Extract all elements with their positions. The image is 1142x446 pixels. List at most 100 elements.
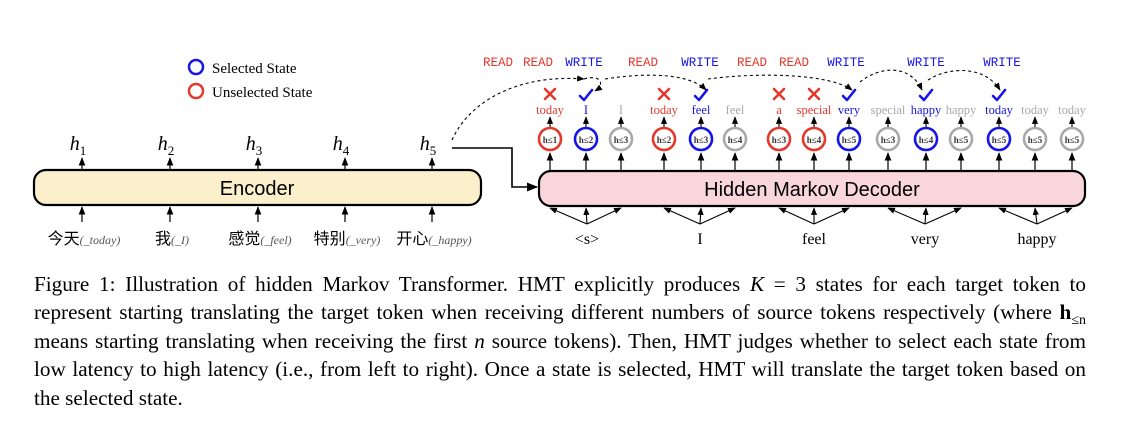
- state-output-word: happy: [911, 103, 942, 117]
- decoder-input-fan-arrow: [549, 207, 588, 225]
- decoder-state: h≤5 happy: [946, 103, 977, 171]
- decoder-input-fan-arrow: [697, 207, 704, 225]
- source-token-chinese: 感觉: [228, 229, 260, 248]
- encoder-hidden-state-label: h2: [158, 133, 175, 158]
- source-token-chinese: 我: [155, 229, 171, 248]
- decoder-label: Hidden Markov Decoder: [704, 179, 920, 201]
- decoder-input-token: very: [911, 231, 939, 248]
- source-token: 开心(_happy): [396, 229, 471, 248]
- cross-icon: [657, 87, 671, 101]
- state-node: [722, 126, 748, 152]
- source-token: 我(_I): [155, 229, 189, 248]
- source-token: 今天(_today): [48, 229, 121, 248]
- caption-part4: source tokens). Then, HMT judges whether…: [34, 328, 1086, 410]
- state-node-label: h≤3: [694, 135, 709, 145]
- state-node: [1022, 126, 1048, 152]
- action-transition-arrow: [604, 74, 707, 91]
- action-label: READ: [523, 56, 553, 70]
- source-token-chinese: 今天: [48, 229, 80, 248]
- decoder-input-fan-arrow: [922, 207, 929, 225]
- state-output-word: happy: [946, 103, 977, 117]
- state-output-word: feel: [726, 103, 745, 117]
- source-token-gloss: (_feel): [260, 233, 291, 247]
- action-label: WRITE: [907, 56, 945, 70]
- state-node-label: h≤5: [992, 135, 1007, 145]
- state-node: [651, 126, 677, 152]
- decoder-input-fan-arrow: [583, 207, 590, 225]
- encoder-hidden-state-label: h4: [333, 133, 350, 158]
- decoder-input-fan-arrow: [813, 207, 850, 225]
- action-label: WRITE: [983, 56, 1021, 70]
- decoder-input-token: happy: [1017, 231, 1056, 248]
- state-node-label: h≤5: [842, 135, 857, 145]
- encoder-hidden-state-label: h1: [70, 133, 87, 158]
- decoder-input-fan-arrow: [1032, 207, 1039, 225]
- check-icon: [693, 88, 709, 102]
- state-node: [836, 126, 862, 152]
- encoder-to-decoder-arrow: [452, 147, 539, 192]
- decoder-input-fan-arrow: [699, 207, 736, 225]
- legend-unselected-swatch: [187, 82, 205, 100]
- state-node: [537, 126, 563, 152]
- state-output-word: today: [985, 103, 1014, 117]
- encoder-hidden-states: h1 h2 h3 h4 h5: [70, 133, 437, 170]
- state-node: [573, 126, 599, 152]
- source-token-chinese: 特别: [314, 229, 346, 248]
- decoder-input-fan-arrow: [887, 207, 926, 225]
- action-transition-arrow: [859, 69, 923, 91]
- state-output-word: today: [1058, 103, 1087, 117]
- action-label: WRITE: [681, 56, 719, 70]
- source-token-gloss: (_I): [171, 233, 189, 247]
- caption-part3: means starting translating when receivin…: [34, 328, 475, 353]
- legend-unselected-label: Unselected State: [212, 85, 313, 101]
- state-node-label: h≤5: [954, 135, 969, 145]
- decoder-input-token: I: [697, 231, 702, 248]
- check-icon: [578, 88, 594, 102]
- action-transition-arrow: [451, 75, 585, 141]
- state-node-label: h≤1: [543, 135, 558, 145]
- check-icon: [918, 88, 934, 102]
- caption-k-equals: = 3: [764, 272, 806, 296]
- decoder-state: h≤3 feel: [688, 88, 714, 171]
- action-transition-arrow: [707, 74, 853, 91]
- state-node: [801, 126, 827, 152]
- legend-selected-label: Selected State: [212, 61, 297, 77]
- action-transition-arrow: [927, 70, 1001, 91]
- cross-icon: [807, 87, 821, 101]
- caption-part2: states for each target token to represen…: [34, 272, 1087, 325]
- encoder-hidden-state-label: h3: [246, 133, 263, 158]
- state-output-word: feel: [692, 103, 711, 117]
- state-node-label: h≤4: [807, 135, 822, 145]
- decoder-state: h≤4 feel: [722, 103, 748, 171]
- state-node-label: h≤4: [728, 135, 743, 145]
- hmt-diagram: Selected State Unselected State Encoder …: [32, 56, 1087, 248]
- state-node: [875, 126, 901, 152]
- state-node-label: h≤3: [772, 135, 787, 145]
- caption-k-variable: K: [749, 272, 765, 296]
- state-node-label: h≤3: [881, 135, 896, 145]
- action-label: READ: [737, 56, 767, 70]
- decoder-state: h≤2I: [573, 88, 599, 171]
- action-transition-arrow: [583, 77, 603, 92]
- cross-icon: [772, 87, 786, 101]
- encoder-block: Encoder: [32, 168, 483, 207]
- state-node-label: h≤5: [1028, 135, 1043, 145]
- encoder-hidden-state-label: h5: [420, 133, 437, 158]
- state-node-label: h≤2: [579, 135, 594, 145]
- state-node-label: h≤3: [614, 135, 629, 145]
- decoder-state: h≤3I: [608, 103, 634, 171]
- caption-h-symbol: h: [1059, 300, 1072, 325]
- check-icon: [841, 88, 857, 102]
- decoder-box: [537, 169, 1087, 208]
- encoder-label: Encoder: [220, 178, 295, 200]
- decoder-input-token: feel: [802, 231, 827, 248]
- decoder-block: Hidden Markov Decoder: [537, 169, 1087, 208]
- check-icon: [991, 88, 1007, 102]
- decoder-state: h≤3a: [766, 87, 792, 171]
